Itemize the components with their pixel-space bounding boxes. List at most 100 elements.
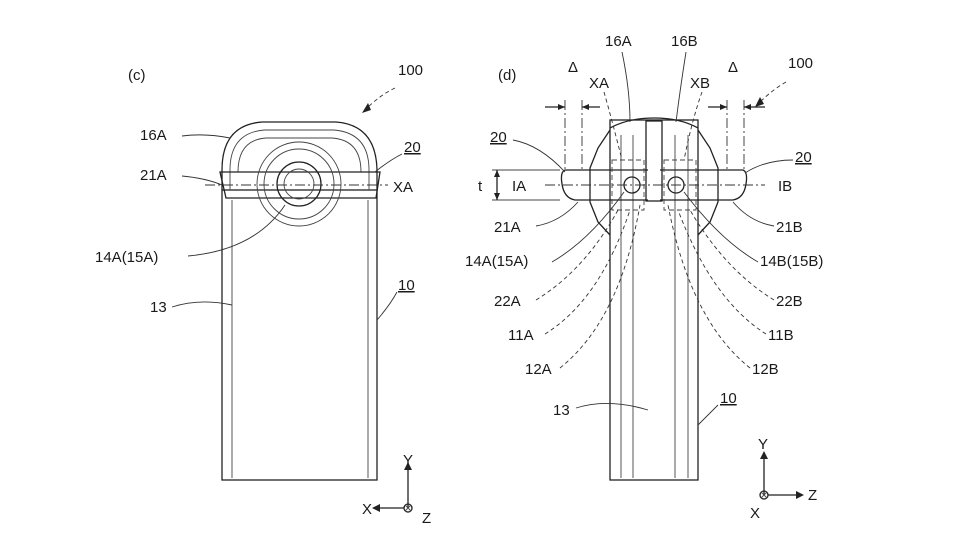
delta-arrowhead-left-a xyxy=(558,104,565,110)
y-arrowhead-d xyxy=(760,451,768,459)
housing-16A-inner2-c xyxy=(237,137,362,173)
housing-16A-d xyxy=(589,129,611,236)
ref-14A-c: 14A(15A) xyxy=(95,249,158,266)
ref-100-d: 100 xyxy=(788,55,813,72)
x-cross2-d xyxy=(760,491,768,499)
leader-16B-d xyxy=(675,51,687,123)
ref-11B-d: 11B xyxy=(768,327,794,344)
axis-y-label-c: Y xyxy=(403,452,413,469)
axis-XB-label-d: XB xyxy=(690,75,710,92)
leader-100-d xyxy=(757,81,787,105)
axes-indicator-c: Y X Z xyxy=(362,452,431,527)
t-arrow-top xyxy=(494,170,500,177)
band-20A-d xyxy=(560,169,648,201)
ring-inner-c xyxy=(283,168,315,200)
figure-c: (c) 100 16A 20 21A XA 14A(15A) 13 10 Y X… xyxy=(95,62,431,527)
leader-10-c xyxy=(376,291,398,321)
housing-top-d xyxy=(609,117,699,129)
ref-16A-d: 16A xyxy=(605,33,632,50)
ref-13-d: 13 xyxy=(553,402,570,419)
body-10-c xyxy=(221,189,378,481)
delta-arrowhead-right-a xyxy=(720,104,727,110)
y-arrowhead-c xyxy=(404,462,412,470)
housing-16B-d xyxy=(697,129,719,236)
thickness-t-label: t xyxy=(478,178,483,195)
ref-12A-d: 12A xyxy=(525,361,552,378)
leader-21B-d xyxy=(732,201,775,227)
ref-21A-c: 21A xyxy=(140,167,167,184)
z-cross2-c xyxy=(404,504,412,512)
ref-20-c: 20 xyxy=(404,139,421,156)
axis-IB-label: IB xyxy=(778,178,792,195)
leader-12B-d xyxy=(667,204,751,369)
figure-d: (d) 100 16A 16B Δ Δ XA XB 20 20 t IA IB … xyxy=(465,33,823,522)
leader-20-left-d xyxy=(512,139,566,173)
axis-XA-label-d: XA xyxy=(589,75,609,92)
leader-12A-d xyxy=(559,204,641,369)
ref-21A-d: 21A xyxy=(494,219,521,236)
ref-12B-d: 12B xyxy=(752,361,779,378)
band-20-c xyxy=(219,171,381,199)
delta-right-label: Δ xyxy=(728,59,738,76)
leader-16A-d xyxy=(621,51,631,123)
x-axis-symbol-d xyxy=(759,490,769,500)
axes-indicator-d: Y Z X xyxy=(750,436,817,522)
axis-y-label-d: Y xyxy=(758,436,768,453)
ref-21B-d: 21B xyxy=(776,219,803,236)
delta-arrowhead-right-b xyxy=(744,104,751,110)
ref-11A-d: 11A xyxy=(508,327,534,344)
housing-16A-c xyxy=(221,121,378,190)
panel-label-d: (d) xyxy=(498,67,516,84)
band-20B-d xyxy=(660,169,748,201)
leader-14A-c xyxy=(187,204,286,257)
ref-22B-d: 22B xyxy=(776,293,803,310)
z-axis-symbol-c xyxy=(403,503,413,513)
x-arrowhead-c xyxy=(372,504,380,512)
leader-11B-d xyxy=(677,209,767,335)
leader-14A-d xyxy=(551,191,625,263)
axis-x-label-d: X xyxy=(750,505,760,522)
ref-14B-d: 14B(15B) xyxy=(760,253,823,270)
center-divider-d xyxy=(645,120,663,202)
z-arrowhead-d xyxy=(796,491,804,499)
ref-22A-d: 22A xyxy=(494,293,521,310)
ref-20-right-d: 20 xyxy=(795,149,812,166)
leader-13-d xyxy=(575,403,649,411)
leader-XA-d xyxy=(603,91,623,161)
ref-16B-d: 16B xyxy=(671,33,698,50)
axis-x-label-c: X xyxy=(362,501,372,518)
delta-arrowhead-left-b xyxy=(582,104,589,110)
leader-21A-c xyxy=(181,175,223,186)
axis-z-label-d: Z xyxy=(808,487,817,504)
leader-XB-d xyxy=(683,91,703,161)
leader-11A-d xyxy=(544,209,631,335)
ref-13-c: 13 xyxy=(150,299,167,316)
panel-label-c: (c) xyxy=(128,67,146,84)
axis-XA-label-c: XA xyxy=(393,179,413,196)
arrowhead-100-c xyxy=(362,103,371,113)
axis-z-label-c: Z xyxy=(422,510,431,527)
ref-10-c: 10 xyxy=(398,277,415,294)
ref-10-d: 10 xyxy=(720,390,737,407)
arrowhead-100-d xyxy=(755,97,764,107)
delta-left-label: Δ xyxy=(568,59,578,76)
leader-21A-d xyxy=(535,201,579,227)
leader-22A-d xyxy=(535,209,619,301)
body-10-d xyxy=(609,119,699,481)
leader-20-c xyxy=(374,153,403,173)
ref-16A-c: 16A xyxy=(140,127,167,144)
leader-14B-d xyxy=(683,191,759,263)
t-arrow-bottom xyxy=(494,193,500,200)
ref-100-c: 100 xyxy=(398,62,423,79)
leader-20-right-d xyxy=(744,159,794,174)
housing-16A-inner-c xyxy=(229,129,370,190)
ring-14A-c xyxy=(276,161,322,207)
leader-100-c xyxy=(364,87,396,111)
ring-mid-c xyxy=(263,148,335,220)
leader-10-d xyxy=(697,404,719,426)
leader-16A-c xyxy=(181,134,231,139)
ring-outer-c xyxy=(256,141,342,227)
leader-22B-d xyxy=(689,209,775,301)
